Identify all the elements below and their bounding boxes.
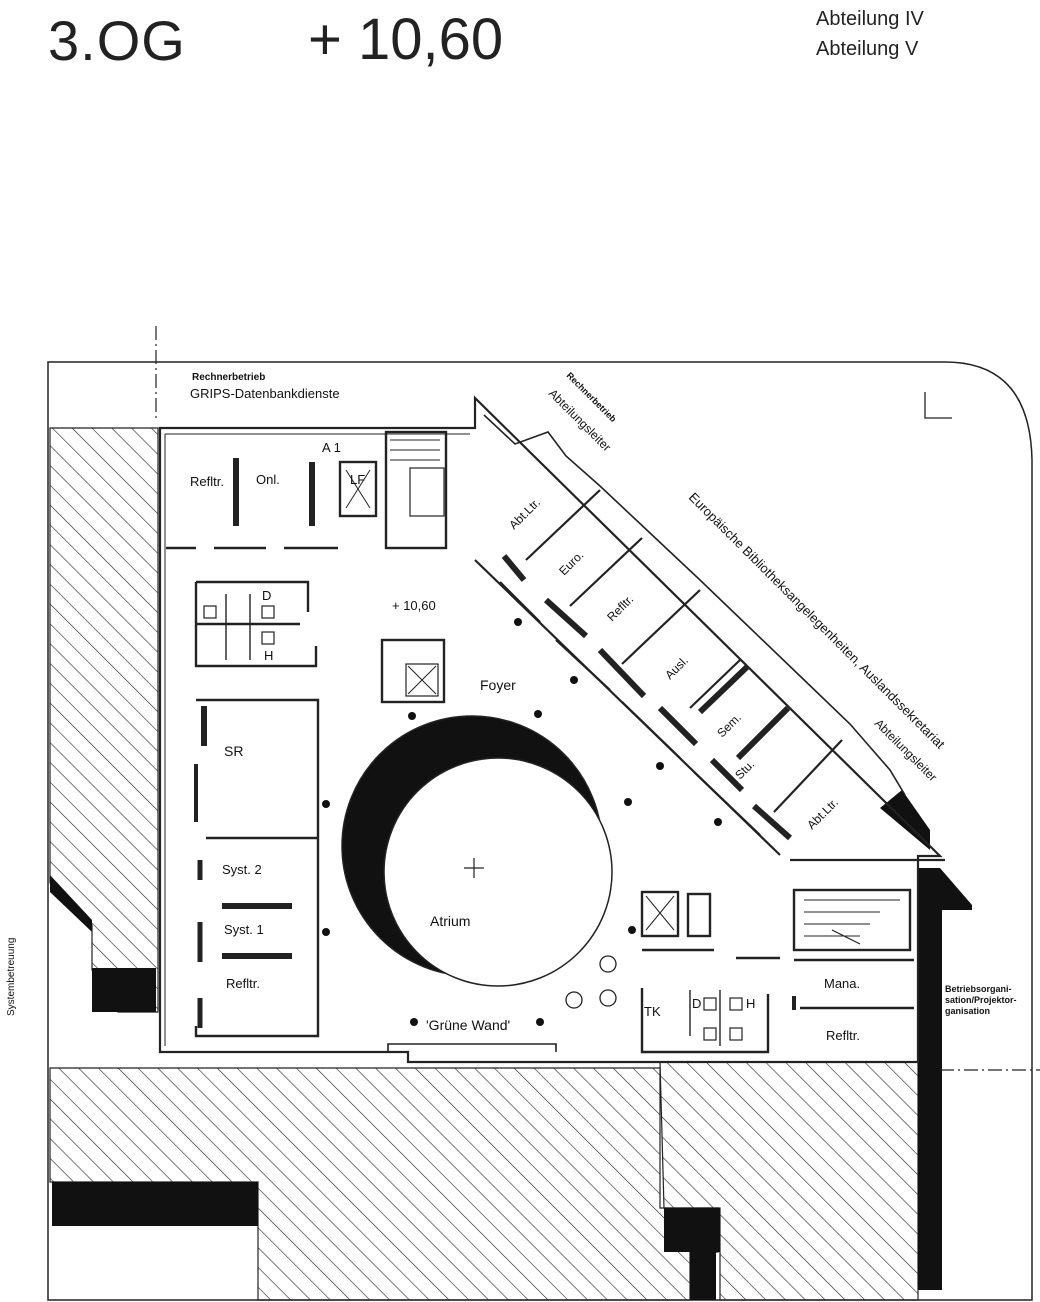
label-europe-diag: Europäische Bibliotheksangelegenheiten, …	[686, 490, 948, 752]
hatched-area-left	[49, 427, 159, 1013]
department-label-v: Abteilung V	[816, 38, 919, 60]
label-betriebsorg-3: ganisation	[945, 1006, 990, 1016]
label-onl: Onl.	[256, 472, 280, 487]
label-tk: TK	[644, 1004, 661, 1019]
label-gruene-wand: 'Grüne Wand'	[426, 1017, 510, 1033]
black-block-left-wedge	[50, 875, 92, 932]
label-level-mark: + 10,60	[392, 598, 436, 613]
label-refltr-top: Refltr.	[190, 474, 224, 489]
black-block-mid-bottom	[690, 1252, 716, 1300]
black-block-bottom-mid	[664, 1208, 720, 1252]
label-refltr-left: Refltr.	[226, 976, 260, 991]
site-boundary	[47, 361, 1033, 1301]
label-betriebsorg-2: sation/Projektor-	[945, 995, 1017, 1005]
corner-mark	[924, 392, 952, 419]
floor-level: + 10,60	[308, 7, 504, 72]
label-d-bottom: D	[692, 996, 701, 1011]
gruene-wand-wall	[387, 1043, 557, 1052]
label-syst1: Syst. 1	[224, 922, 264, 937]
label-betriebsorg-1: Betriebsorgani-	[945, 984, 1012, 994]
black-block-left-stub	[92, 968, 156, 1012]
label-atrium: Atrium	[430, 913, 470, 929]
label-systembetreuung: Systembetreuung	[6, 938, 17, 1016]
label-grips: GRIPS-Datenbankdienste	[190, 386, 340, 401]
label-refltr-bottom-right: Refltr.	[826, 1028, 860, 1043]
label-refltr-diag: Refltr.	[604, 592, 636, 624]
building-outline	[158, 395, 943, 1064]
atrium-center-mark	[464, 858, 484, 878]
label-lf: LF	[350, 472, 365, 487]
label-d-top: D	[262, 588, 271, 603]
department-label-iv: Abteilung IV	[816, 8, 924, 30]
label-a1: A 1	[322, 440, 341, 455]
black-wall-right	[918, 868, 972, 1290]
label-abtltr-bottom: Abt.Ltr.	[804, 795, 841, 832]
label-h-top: H	[264, 648, 273, 663]
label-syst2: Syst. 2	[222, 862, 262, 877]
label-ausl: Ausl.	[662, 653, 691, 682]
black-block-bottom-left	[52, 1182, 258, 1226]
label-sem: Sem.	[714, 710, 744, 740]
atrium-inner	[383, 757, 613, 987]
label-euro: Euro.	[556, 548, 586, 578]
label-abtltr-top: Abt.Ltr.	[506, 495, 543, 532]
label-foyer: Foyer	[480, 677, 516, 693]
label-rechnerbetrieb-top: Rechnerbetrieb	[192, 372, 265, 383]
label-mana: Mana.	[824, 976, 860, 991]
label-sr: SR	[224, 743, 243, 759]
label-stu: Stu.	[732, 757, 757, 782]
floor-title: 3.OG	[48, 9, 186, 72]
label-h-bottom: H	[746, 996, 755, 1011]
